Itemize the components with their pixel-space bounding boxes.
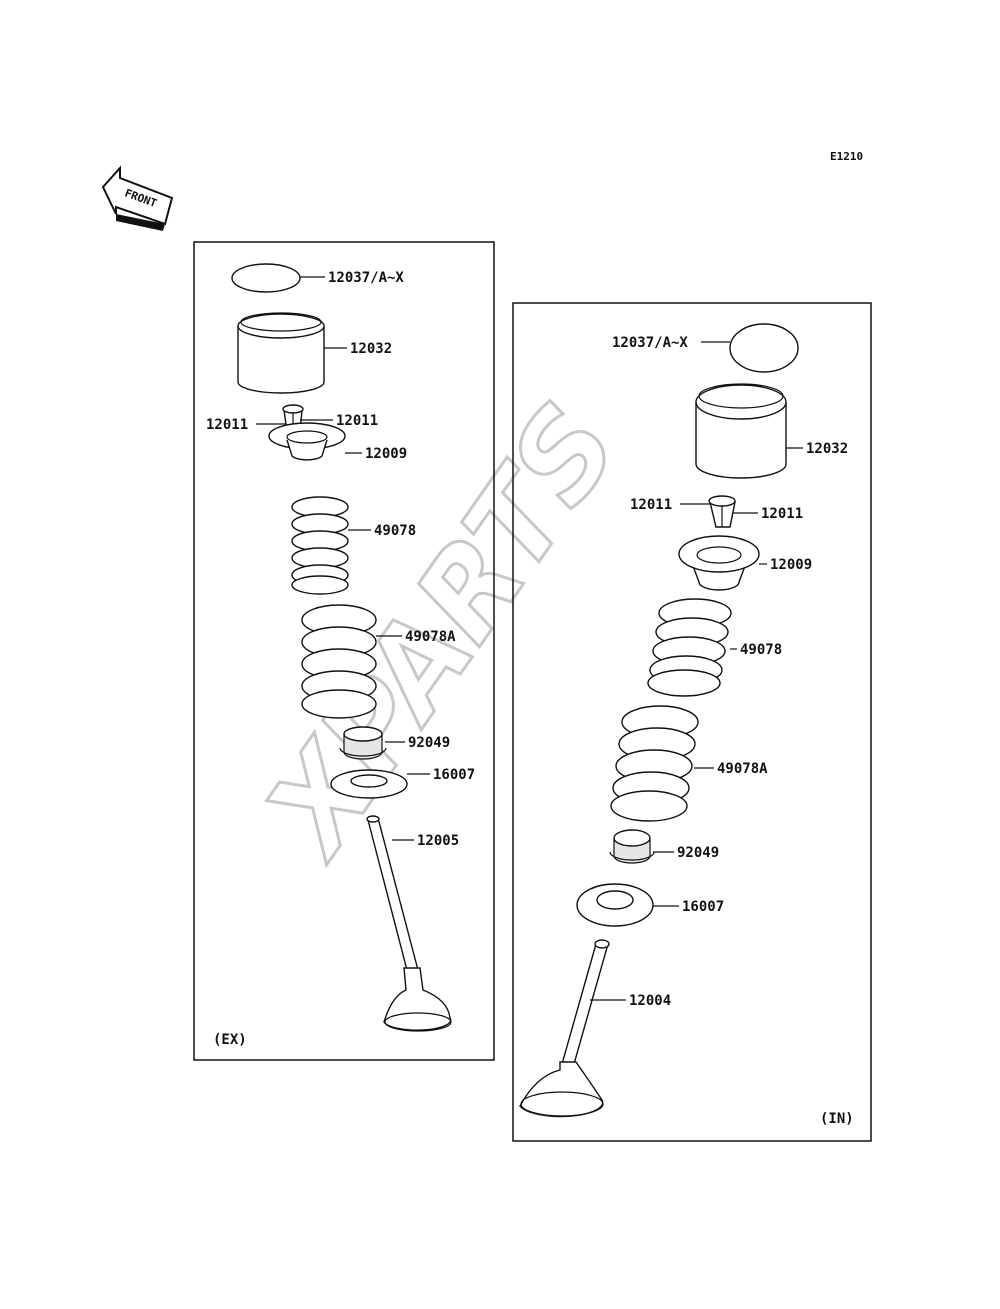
in-cotters xyxy=(708,495,736,528)
in-label-retainer: 12009 xyxy=(770,557,812,573)
in-label-cotter-left: 12011 xyxy=(630,497,672,513)
in-label-outer-spring: 49078A xyxy=(717,761,768,777)
ex-shim xyxy=(231,263,301,293)
in-label-lifter: 12032 xyxy=(806,441,848,457)
in-inner-spring xyxy=(647,598,732,697)
in-shim xyxy=(729,323,799,373)
in-label-stem-seal: 92049 xyxy=(677,845,719,861)
ex-outer-spring xyxy=(301,604,377,719)
in-panel-tag: (IN) xyxy=(820,1111,854,1127)
front-arrow-icon: FRONT xyxy=(101,165,174,231)
ex-lifter xyxy=(237,312,325,394)
ex-label-outer-spring: 49078A xyxy=(405,629,456,645)
ex-label-cotter-left: 12011 xyxy=(206,417,248,433)
in-label-spring-seat: 16007 xyxy=(682,899,724,915)
ex-label-cotter-right: 12011 xyxy=(336,413,378,429)
in-valve xyxy=(519,939,610,1118)
in-label-shim: 12037/A~X xyxy=(612,335,688,351)
ex-label-inner-spring: 49078 xyxy=(374,523,416,539)
intake-panel-frame xyxy=(512,302,872,1142)
in-spring-seat xyxy=(576,883,654,927)
ex-label-stem-seal: 92049 xyxy=(408,735,450,751)
in-label-valve: 12004 xyxy=(629,993,671,1009)
ex-spring-seat xyxy=(330,769,408,799)
ex-label-valve: 12005 xyxy=(417,833,459,849)
in-retainer xyxy=(678,535,760,591)
in-label-cotter-right: 12011 xyxy=(761,506,803,522)
ex-retainer xyxy=(268,422,346,461)
ex-label-spring-seat: 16007 xyxy=(433,767,475,783)
ex-stem-seal xyxy=(339,726,387,760)
ex-inner-spring xyxy=(291,496,349,595)
in-outer-spring xyxy=(610,705,699,822)
ex-panel-tag: (EX) xyxy=(213,1032,247,1048)
exhaust-panel: 12037/A~X 12032 12011 12011 12009 xyxy=(193,241,495,1061)
in-stem-seal xyxy=(609,829,655,864)
in-lifter xyxy=(695,383,787,479)
exhaust-panel-frame xyxy=(193,241,495,1061)
ex-valve xyxy=(366,815,452,1032)
intake-panel: 12037/A~X 12032 12011 12011 12009 xyxy=(512,302,872,1142)
ex-label-lifter: 12032 xyxy=(350,341,392,357)
diagram-code: E1210 xyxy=(830,150,863,163)
ex-label-shim: 12037/A~X xyxy=(328,270,404,286)
in-label-inner-spring: 49078 xyxy=(740,642,782,658)
ex-label-retainer: 12009 xyxy=(365,446,407,462)
